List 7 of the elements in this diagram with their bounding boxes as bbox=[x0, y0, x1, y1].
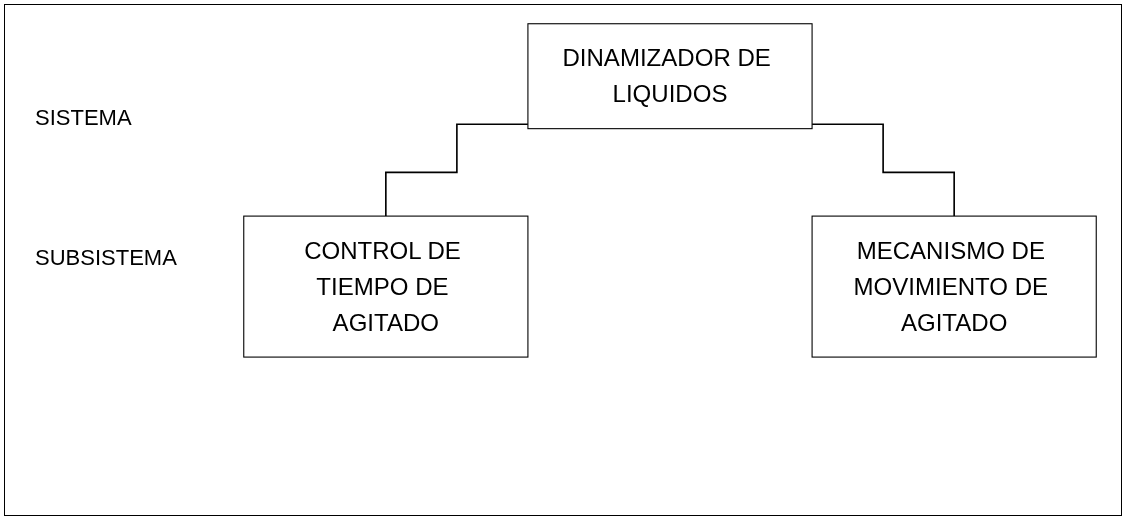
node-box bbox=[811, 215, 1097, 358]
level-label: SUBSISTEMA bbox=[35, 245, 177, 271]
diagram-frame: SISTEMA SUBSISTEMA DINAMIZADOR DE LIQUIDOS CONTROL DE TIEMPO DE AGITADO MECANISMO DE MOVIMIENTO DE AGITADO bbox=[4, 4, 1122, 516]
node-box bbox=[243, 215, 529, 358]
connector bbox=[385, 123, 529, 217]
node-box bbox=[527, 23, 813, 130]
level-label: SISTEMA bbox=[35, 105, 132, 131]
